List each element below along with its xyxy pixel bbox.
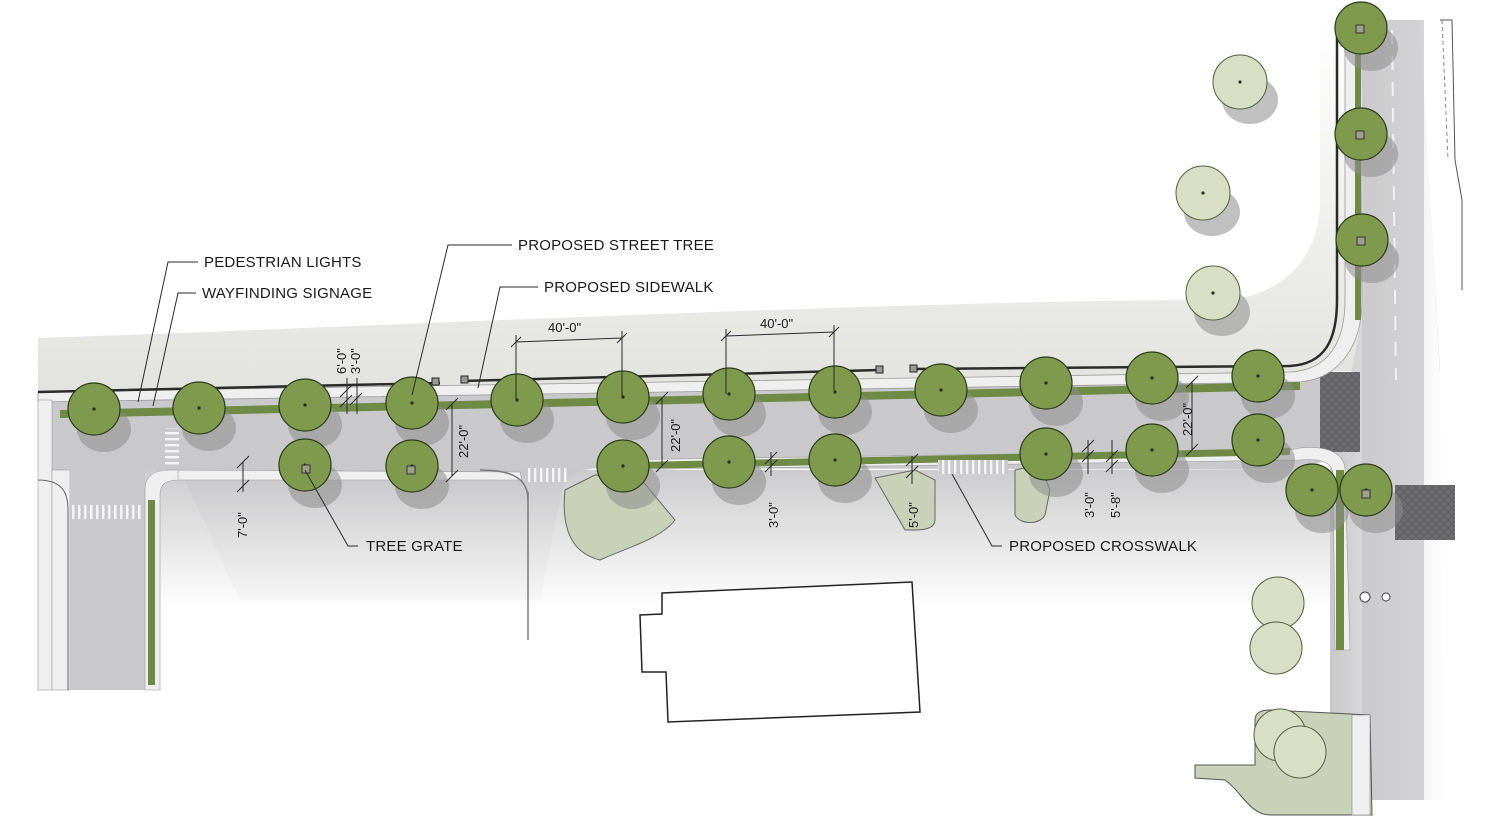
crosswalk-east (938, 460, 1008, 474)
tree-trunk (833, 458, 837, 462)
tree-trunk (410, 401, 414, 405)
tree-trunk (1150, 448, 1154, 452)
crosswalk-west (72, 505, 142, 519)
tree-grate-2 (406, 465, 416, 475)
dim-road-b-label: 22'-0" (668, 418, 683, 452)
tree-trunk (1150, 376, 1154, 380)
tree-trunk (1256, 438, 1260, 442)
tree-trunk (939, 388, 943, 392)
dim-north-walk-6-label: 6'-0" (334, 348, 349, 374)
dim-south-strip-3-b-label: 3'-0" (1082, 492, 1097, 518)
tree-trunk (1310, 488, 1314, 492)
south-east-planting-strip (1336, 470, 1344, 650)
tree-grate-5 (1356, 236, 1366, 246)
north-lawn (38, 20, 1440, 392)
crosswalk-mid (527, 468, 567, 482)
median-island-2 (874, 469, 936, 531)
callout-proposed-street-tree-label: PROPOSED STREET TREE (518, 237, 714, 254)
side-road-corner (479, 469, 529, 501)
callout-pedestrian-lights-label: PEDESTRIAN LIGHTS (204, 254, 362, 271)
tree-trunk (727, 392, 731, 396)
callout-wayfinding-signage-label: WAYFINDING SIGNAGE (202, 285, 372, 302)
callout-proposed-sidewalk: PROPOSED SIDEWALK (477, 279, 714, 389)
dim-north-walk: 6'-0" 3'-0" (334, 348, 363, 414)
tree-grate-6 (1361, 489, 1371, 499)
existing-trees (1175, 54, 1327, 779)
pedestrian-light-2 (460, 375, 469, 384)
dim-south-strip-3-a-label: 3'-0" (766, 502, 781, 528)
pedestrian-light-1 (431, 377, 440, 386)
dim-road-a-label: 22'-0" (456, 424, 471, 458)
tree-grate-3 (1355, 24, 1365, 34)
dim-spacing-b: 40'-0" (720, 316, 840, 394)
callout-pedestrian-lights: PEDESTRIAN LIGHTS (137, 254, 362, 403)
tree-trunk (92, 407, 96, 411)
callout-proposed-sidewalk-label: PROPOSED SIDEWALK (544, 279, 714, 296)
callout-wayfinding-signage: WAYFINDING SIGNAGE (152, 285, 372, 407)
west-road-leg (70, 470, 145, 690)
dim-south-strip-3-a: 3'-0" (764, 451, 781, 528)
dim-south-east: 3'-0" 5'-8" (1081, 439, 1123, 518)
intersection-pavers (1320, 372, 1360, 452)
dim-north-strip-3-label: 3'-0" (348, 348, 363, 374)
lane-centerline (1391, 29, 1397, 381)
dim-south-walk-5-8-label: 5'-8" (1108, 492, 1123, 518)
tree-trunk (621, 395, 625, 399)
park-walk-east (1351, 714, 1371, 816)
crosswalk-west-north (165, 428, 179, 468)
pedestrian-light-4 (909, 364, 918, 373)
callout-proposed-crosswalk: PROPOSED CROSSWALK (951, 473, 1197, 555)
callout-proposed-crosswalk-label: PROPOSED CROSSWALK (1009, 538, 1197, 555)
pedestrian-light-3 (875, 365, 884, 374)
tree-trunk (197, 406, 201, 410)
dim-road-b: 22'-0" (655, 391, 683, 473)
dim-road-a: 22'-0" (445, 397, 471, 483)
lane-edge-line (1441, 19, 1449, 161)
tree-trunk (621, 464, 625, 468)
north-planting-strip (60, 382, 1300, 418)
west-curb (37, 479, 69, 690)
dim-spacing-b-label: 40'-0" (760, 316, 794, 331)
tree-trunk (1044, 452, 1048, 456)
tree-grate-4 (1355, 130, 1365, 140)
south-sidewalk (167, 469, 523, 481)
building-footprint (639, 581, 921, 723)
callout-tree-grate-label: TREE GRATE (366, 538, 463, 555)
dim-spacing-a-label: 40'-0" (548, 320, 582, 335)
callout-proposed-street-tree: PROPOSED STREET TREE (411, 237, 714, 396)
dim-south-walk-5-label: 5'-0" (906, 502, 921, 528)
east-pavers (1395, 485, 1455, 540)
dim-road-c-label: 22'-0" (1180, 402, 1195, 436)
tree-trunk (833, 390, 837, 394)
west-planting-strip (148, 500, 155, 685)
dim-south-walk-7: 7'-0" (235, 455, 250, 538)
road-fade (38, 470, 1338, 610)
dim-spacing-a: 40'-0" (510, 320, 628, 400)
tree-trunk (727, 460, 731, 464)
callout-tree-grate: TREE GRATE (304, 469, 463, 555)
dim-south-walk-5: 5'-0" (905, 453, 921, 528)
dim-road-c: 22'-0" (1180, 375, 1199, 457)
property-line (1440, 19, 1463, 290)
west-sidewalk (37, 399, 53, 691)
tree-trunk (1256, 374, 1260, 378)
tree-trunk (1044, 381, 1048, 385)
plaza-fixture (1359, 591, 1371, 603)
plaza-fixture-2 (1381, 592, 1391, 602)
dim-south-walk-7-label: 7'-0" (235, 512, 250, 538)
tree-grate-1 (301, 464, 311, 474)
tree-trunk (303, 403, 307, 407)
